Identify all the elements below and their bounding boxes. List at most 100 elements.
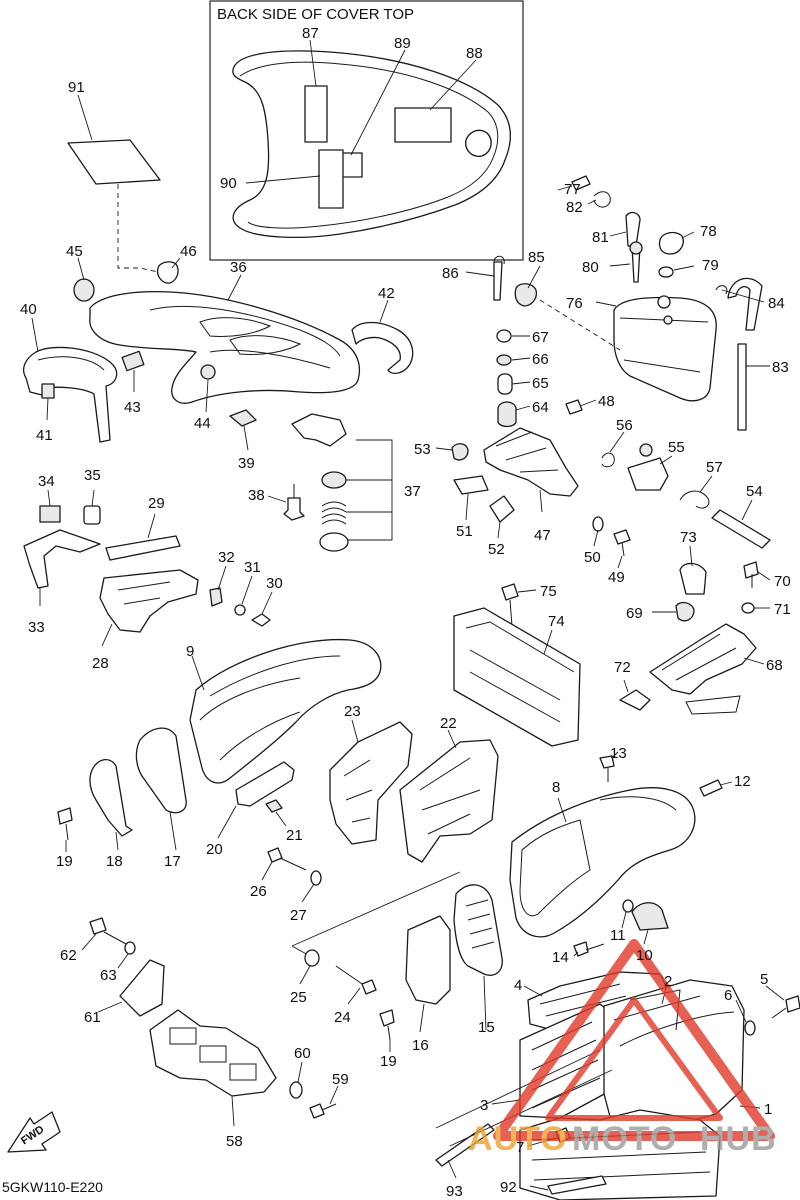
callout-76: 76 bbox=[566, 295, 583, 312]
part-23-plate bbox=[329, 721, 413, 845]
part-29-strip bbox=[105, 535, 181, 561]
callout-48: 48 bbox=[598, 393, 615, 410]
part-37-collar bbox=[319, 532, 349, 552]
reservoir-group bbox=[465, 175, 770, 431]
part-82-clamp bbox=[593, 191, 611, 208]
watermark-inner-triangle bbox=[545, 997, 723, 1121]
footrest-bracket-group bbox=[81, 917, 339, 1127]
callout-14: 14 bbox=[552, 949, 569, 966]
part-21-collar bbox=[265, 799, 283, 813]
callout-31: 31 bbox=[244, 559, 261, 576]
callout-36: 36 bbox=[230, 259, 247, 276]
part-28-cover bbox=[99, 569, 199, 633]
part-54-rod bbox=[711, 509, 771, 549]
part-91-emblem bbox=[67, 139, 161, 185]
part-53-nut bbox=[451, 443, 469, 461]
callout-6: 6 bbox=[724, 987, 732, 1004]
part-47-bracket bbox=[483, 427, 579, 497]
tank-cover-group bbox=[22, 257, 414, 443]
callout-81: 81 bbox=[592, 229, 609, 246]
callout-69: 69 bbox=[626, 605, 643, 622]
callout-22: 22 bbox=[440, 715, 457, 732]
cover-8-group bbox=[509, 751, 733, 957]
part-60-collar bbox=[289, 1081, 303, 1099]
callout-19-b: 19 bbox=[380, 1053, 397, 1070]
callout-27: 27 bbox=[290, 907, 307, 924]
lower-middle-group bbox=[291, 871, 503, 1052]
callout-77: 77 bbox=[564, 181, 581, 198]
callout-12: 12 bbox=[734, 773, 751, 790]
part-72-plate bbox=[619, 689, 651, 711]
part-88-pad bbox=[394, 107, 452, 143]
callout-49: 49 bbox=[608, 569, 625, 586]
callout-10: 10 bbox=[636, 947, 653, 964]
part-40-rail bbox=[22, 346, 118, 443]
callout-21: 21 bbox=[286, 827, 303, 844]
part-10-bracket bbox=[631, 902, 669, 931]
callout-44: 44 bbox=[194, 415, 211, 432]
part-79-seal bbox=[658, 266, 674, 278]
callout-18: 18 bbox=[106, 853, 123, 870]
callout-71: 71 bbox=[774, 601, 791, 618]
part-63-washer bbox=[124, 941, 136, 955]
callout-86: 86 bbox=[442, 265, 459, 282]
part-55-lever bbox=[627, 457, 669, 491]
part-87-pad bbox=[304, 85, 328, 143]
part-19-bolt-b bbox=[379, 1009, 395, 1027]
part-15-panel bbox=[453, 884, 503, 976]
part-55-pivot bbox=[639, 443, 653, 457]
part-80-cap bbox=[629, 241, 643, 255]
callout-64: 64 bbox=[532, 399, 549, 416]
part-84-hose bbox=[727, 277, 763, 331]
cover-top-back-notch bbox=[465, 129, 492, 157]
part-26-bolt bbox=[267, 847, 283, 863]
callout-9: 9 bbox=[186, 643, 194, 660]
callout-68: 68 bbox=[766, 657, 783, 674]
callout-55: 55 bbox=[668, 439, 685, 456]
part-76-neck bbox=[657, 295, 671, 309]
inset-back-side-cover-top: BACK SIDE OF COVER TOP bbox=[209, 0, 524, 261]
part-61-bracket bbox=[119, 959, 165, 1017]
callout-1: 1 bbox=[764, 1101, 772, 1118]
callout-90: 90 bbox=[220, 175, 237, 192]
bracket-68-group bbox=[619, 545, 771, 715]
callout-51: 51 bbox=[456, 523, 473, 540]
callout-34: 34 bbox=[38, 473, 55, 490]
watermark-text-auto: AUTO bbox=[468, 1120, 568, 1158]
watermark-text-moto: MOTO bbox=[572, 1120, 677, 1158]
inset-title: BACK SIDE OF COVER TOP bbox=[217, 6, 414, 23]
part-65-collar bbox=[497, 373, 513, 395]
callout-3: 3 bbox=[480, 1097, 488, 1114]
part-35-damper bbox=[83, 505, 101, 525]
callout-15: 15 bbox=[478, 1019, 495, 1036]
part-58-bracket bbox=[149, 1009, 277, 1097]
callout-33: 33 bbox=[28, 619, 45, 636]
part-56-clip bbox=[601, 452, 615, 468]
part-59-bolt bbox=[309, 1103, 325, 1119]
callout-62: 62 bbox=[60, 947, 77, 964]
callout-52: 52 bbox=[488, 541, 505, 558]
callout-8: 8 bbox=[552, 779, 560, 796]
part-25-washer bbox=[304, 949, 320, 967]
part-13-screw bbox=[599, 755, 615, 769]
callout-56: 56 bbox=[616, 417, 633, 434]
part-57-spring bbox=[679, 490, 710, 509]
callout-26: 26 bbox=[250, 883, 267, 900]
callout-17: 17 bbox=[164, 853, 181, 870]
part-32-clip bbox=[209, 587, 223, 607]
fastener-group-37 bbox=[229, 409, 393, 552]
part-19-bolt-a bbox=[57, 807, 73, 825]
part-71-nut bbox=[741, 602, 755, 614]
part-62-bolt bbox=[89, 917, 107, 935]
part-11-washer bbox=[622, 899, 634, 913]
part-73-damper bbox=[679, 562, 707, 595]
callout-75: 75 bbox=[540, 583, 557, 600]
battery-box-group bbox=[453, 583, 581, 747]
part-85-damper bbox=[514, 283, 538, 307]
callout-65: 65 bbox=[532, 375, 549, 392]
part-6-washer bbox=[744, 1020, 756, 1036]
part-86-hose bbox=[493, 261, 503, 301]
callout-53: 53 bbox=[414, 441, 431, 458]
part-51-pin bbox=[453, 475, 489, 495]
